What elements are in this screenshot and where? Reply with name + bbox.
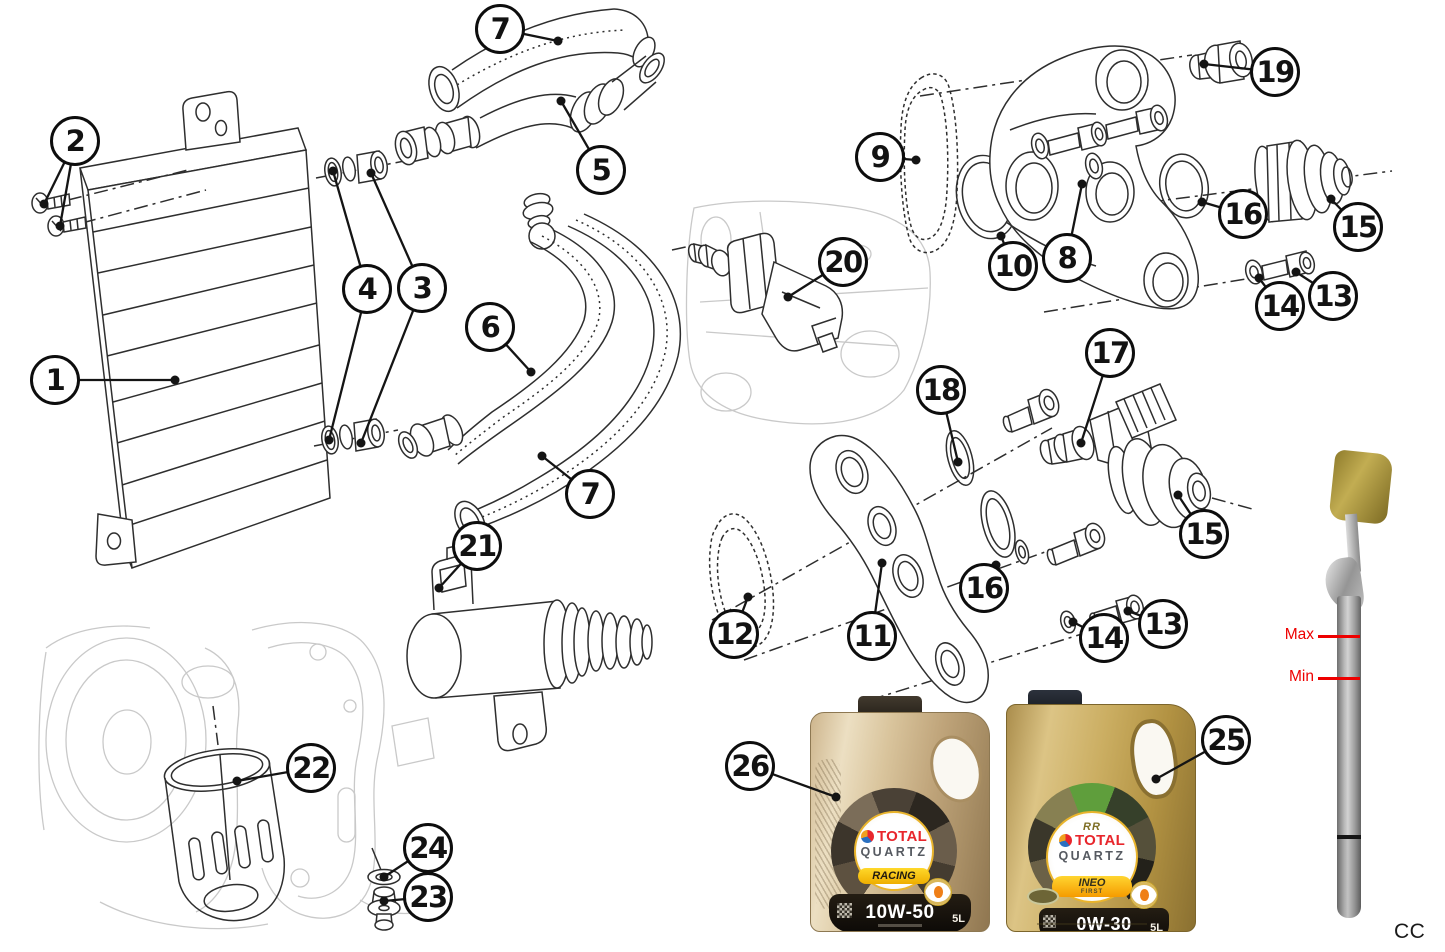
callout-23: 23	[403, 872, 453, 922]
min-level-line	[1318, 677, 1360, 680]
grade-band: 0W-30 5L	[1039, 908, 1169, 932]
callout-1: 1	[30, 355, 80, 405]
oil-hoses-drawing	[394, 8, 682, 542]
dipstick-blade	[1337, 596, 1361, 918]
range-name: QUARTZ	[1058, 849, 1126, 863]
volume-text: 5L	[952, 913, 965, 925]
variant-band: INEO FIRST	[1052, 876, 1132, 897]
callout-22: 22	[286, 743, 336, 793]
callout-10: 10	[988, 241, 1038, 291]
fine-print-bar	[1037, 922, 1147, 925]
callout-9: 9	[855, 132, 905, 182]
max-level-label: Max	[1284, 626, 1314, 643]
variant-name: INEO	[1078, 876, 1106, 889]
rr-badge: RR	[1083, 821, 1101, 833]
brand-row: TOTAL	[860, 828, 928, 845]
oil-cooler-drawing	[78, 90, 331, 570]
callout-6: 6	[465, 302, 515, 352]
callout-14: 14	[1255, 281, 1305, 331]
dipstick-lower-shade	[1337, 838, 1361, 918]
qr-code	[1043, 915, 1056, 928]
callout-5: 5	[576, 145, 626, 195]
callout-20: 20	[818, 237, 868, 287]
callout-26: 26	[725, 741, 775, 791]
callout-18: 18	[916, 365, 966, 415]
brand-name: TOTAL	[876, 828, 928, 845]
grade-subtext-bar	[878, 924, 922, 927]
filter-housing-assembly-drawing	[885, 40, 1393, 313]
drop-icon	[933, 886, 943, 898]
callout-15: 15	[1179, 509, 1229, 559]
callout-17: 17	[1085, 328, 1135, 378]
total-globe-icon	[860, 830, 874, 843]
label-circle: RR TOTAL QUARTZ INEO FIRST	[1046, 811, 1138, 903]
oil-pressure-sensor-drawing	[671, 232, 844, 353]
brand-row: TOTAL	[1058, 832, 1126, 849]
callout-8: 8	[1042, 233, 1092, 283]
callout-2: 2	[50, 116, 100, 166]
oil-drop-badge	[1130, 881, 1158, 909]
oval-sticker	[1027, 888, 1059, 905]
oil-filter-drawing	[163, 705, 286, 922]
callout-15: 15	[1333, 202, 1383, 252]
variant-band: RACING	[858, 868, 930, 884]
callout-13: 13	[1138, 599, 1188, 649]
min-level-label: Min	[1289, 668, 1314, 685]
callout-24: 24	[403, 823, 453, 873]
total-globe-icon	[1058, 834, 1072, 847]
callout-7: 7	[565, 469, 615, 519]
engine-ghost-lower	[38, 621, 435, 930]
callout-13: 13	[1308, 271, 1358, 321]
callout-7: 7	[475, 4, 525, 54]
oil-drop-badge	[924, 878, 952, 906]
max-level-line	[1318, 635, 1360, 638]
drop-icon	[1139, 889, 1149, 901]
callout-4: 4	[342, 264, 392, 314]
dipstick-black-mark	[1337, 835, 1361, 839]
callout-12: 12	[709, 609, 759, 659]
bottle-body: TOTAL QUARTZ RACING 10W-50 5L	[810, 712, 990, 932]
range-name: QUARTZ	[860, 845, 928, 859]
grade-text: 10W-50	[865, 902, 935, 923]
oil-bottle-total-quartz-racing: TOTAL QUARTZ RACING 10W-50 5L	[810, 696, 990, 932]
variant-subname: FIRST	[1080, 889, 1104, 896]
callout-16: 16	[1218, 189, 1268, 239]
grade-text: 0W-30	[1076, 914, 1132, 932]
callout-25: 25	[1201, 715, 1251, 765]
callout-16: 16	[959, 563, 1009, 613]
solenoid-valve-drawing	[406, 545, 653, 752]
qr-code	[837, 903, 852, 918]
license-credit: CC	[1394, 920, 1426, 943]
callout-3: 3	[397, 263, 447, 313]
callout-19: 19	[1250, 47, 1300, 97]
dipstick-photo: Max Min	[1270, 448, 1430, 928]
label-circle: TOTAL QUARTZ RACING	[854, 811, 934, 891]
callout-11: 11	[847, 611, 897, 661]
callout-21: 21	[452, 521, 502, 571]
callout-14: 14	[1079, 613, 1129, 663]
volume-text: 5L	[1150, 922, 1163, 932]
brand-name: TOTAL	[1074, 832, 1126, 849]
